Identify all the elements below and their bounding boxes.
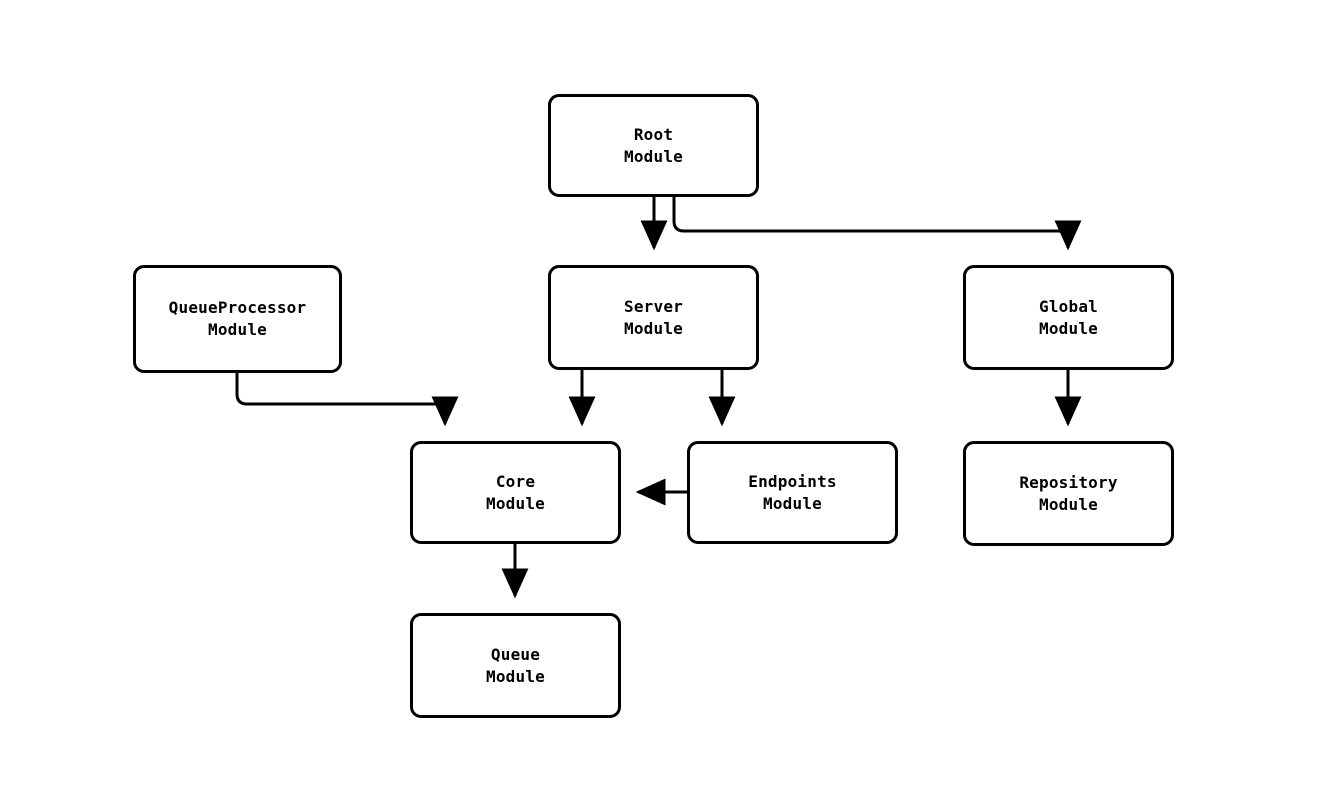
node-label-primary: Endpoints [748, 471, 837, 491]
edge-queueprocessor-core [235, 373, 459, 427]
node-label-primary: Server [624, 296, 683, 316]
node-label-secondary: Module [1039, 318, 1098, 338]
edge-root-global [672, 197, 1082, 251]
node-label-secondary: Module [486, 666, 545, 686]
node-label-primary: Global [1039, 296, 1098, 316]
node-label-secondary: Module [624, 318, 683, 338]
node-label-primary: Queue [490, 644, 541, 664]
node-label-primary: QueueProcessor [168, 298, 307, 317]
node-label-primary: Repository [1019, 472, 1118, 492]
node-label-secondary: Module [624, 146, 683, 166]
node-label-secondary: Module [208, 320, 267, 339]
node-label-secondary: Module [763, 493, 822, 513]
node-label-primary: Core [495, 471, 536, 491]
node-label-primary: Root [633, 124, 674, 144]
node-label-secondary: Module [1039, 494, 1098, 514]
node-label-secondary: Module [486, 493, 545, 513]
